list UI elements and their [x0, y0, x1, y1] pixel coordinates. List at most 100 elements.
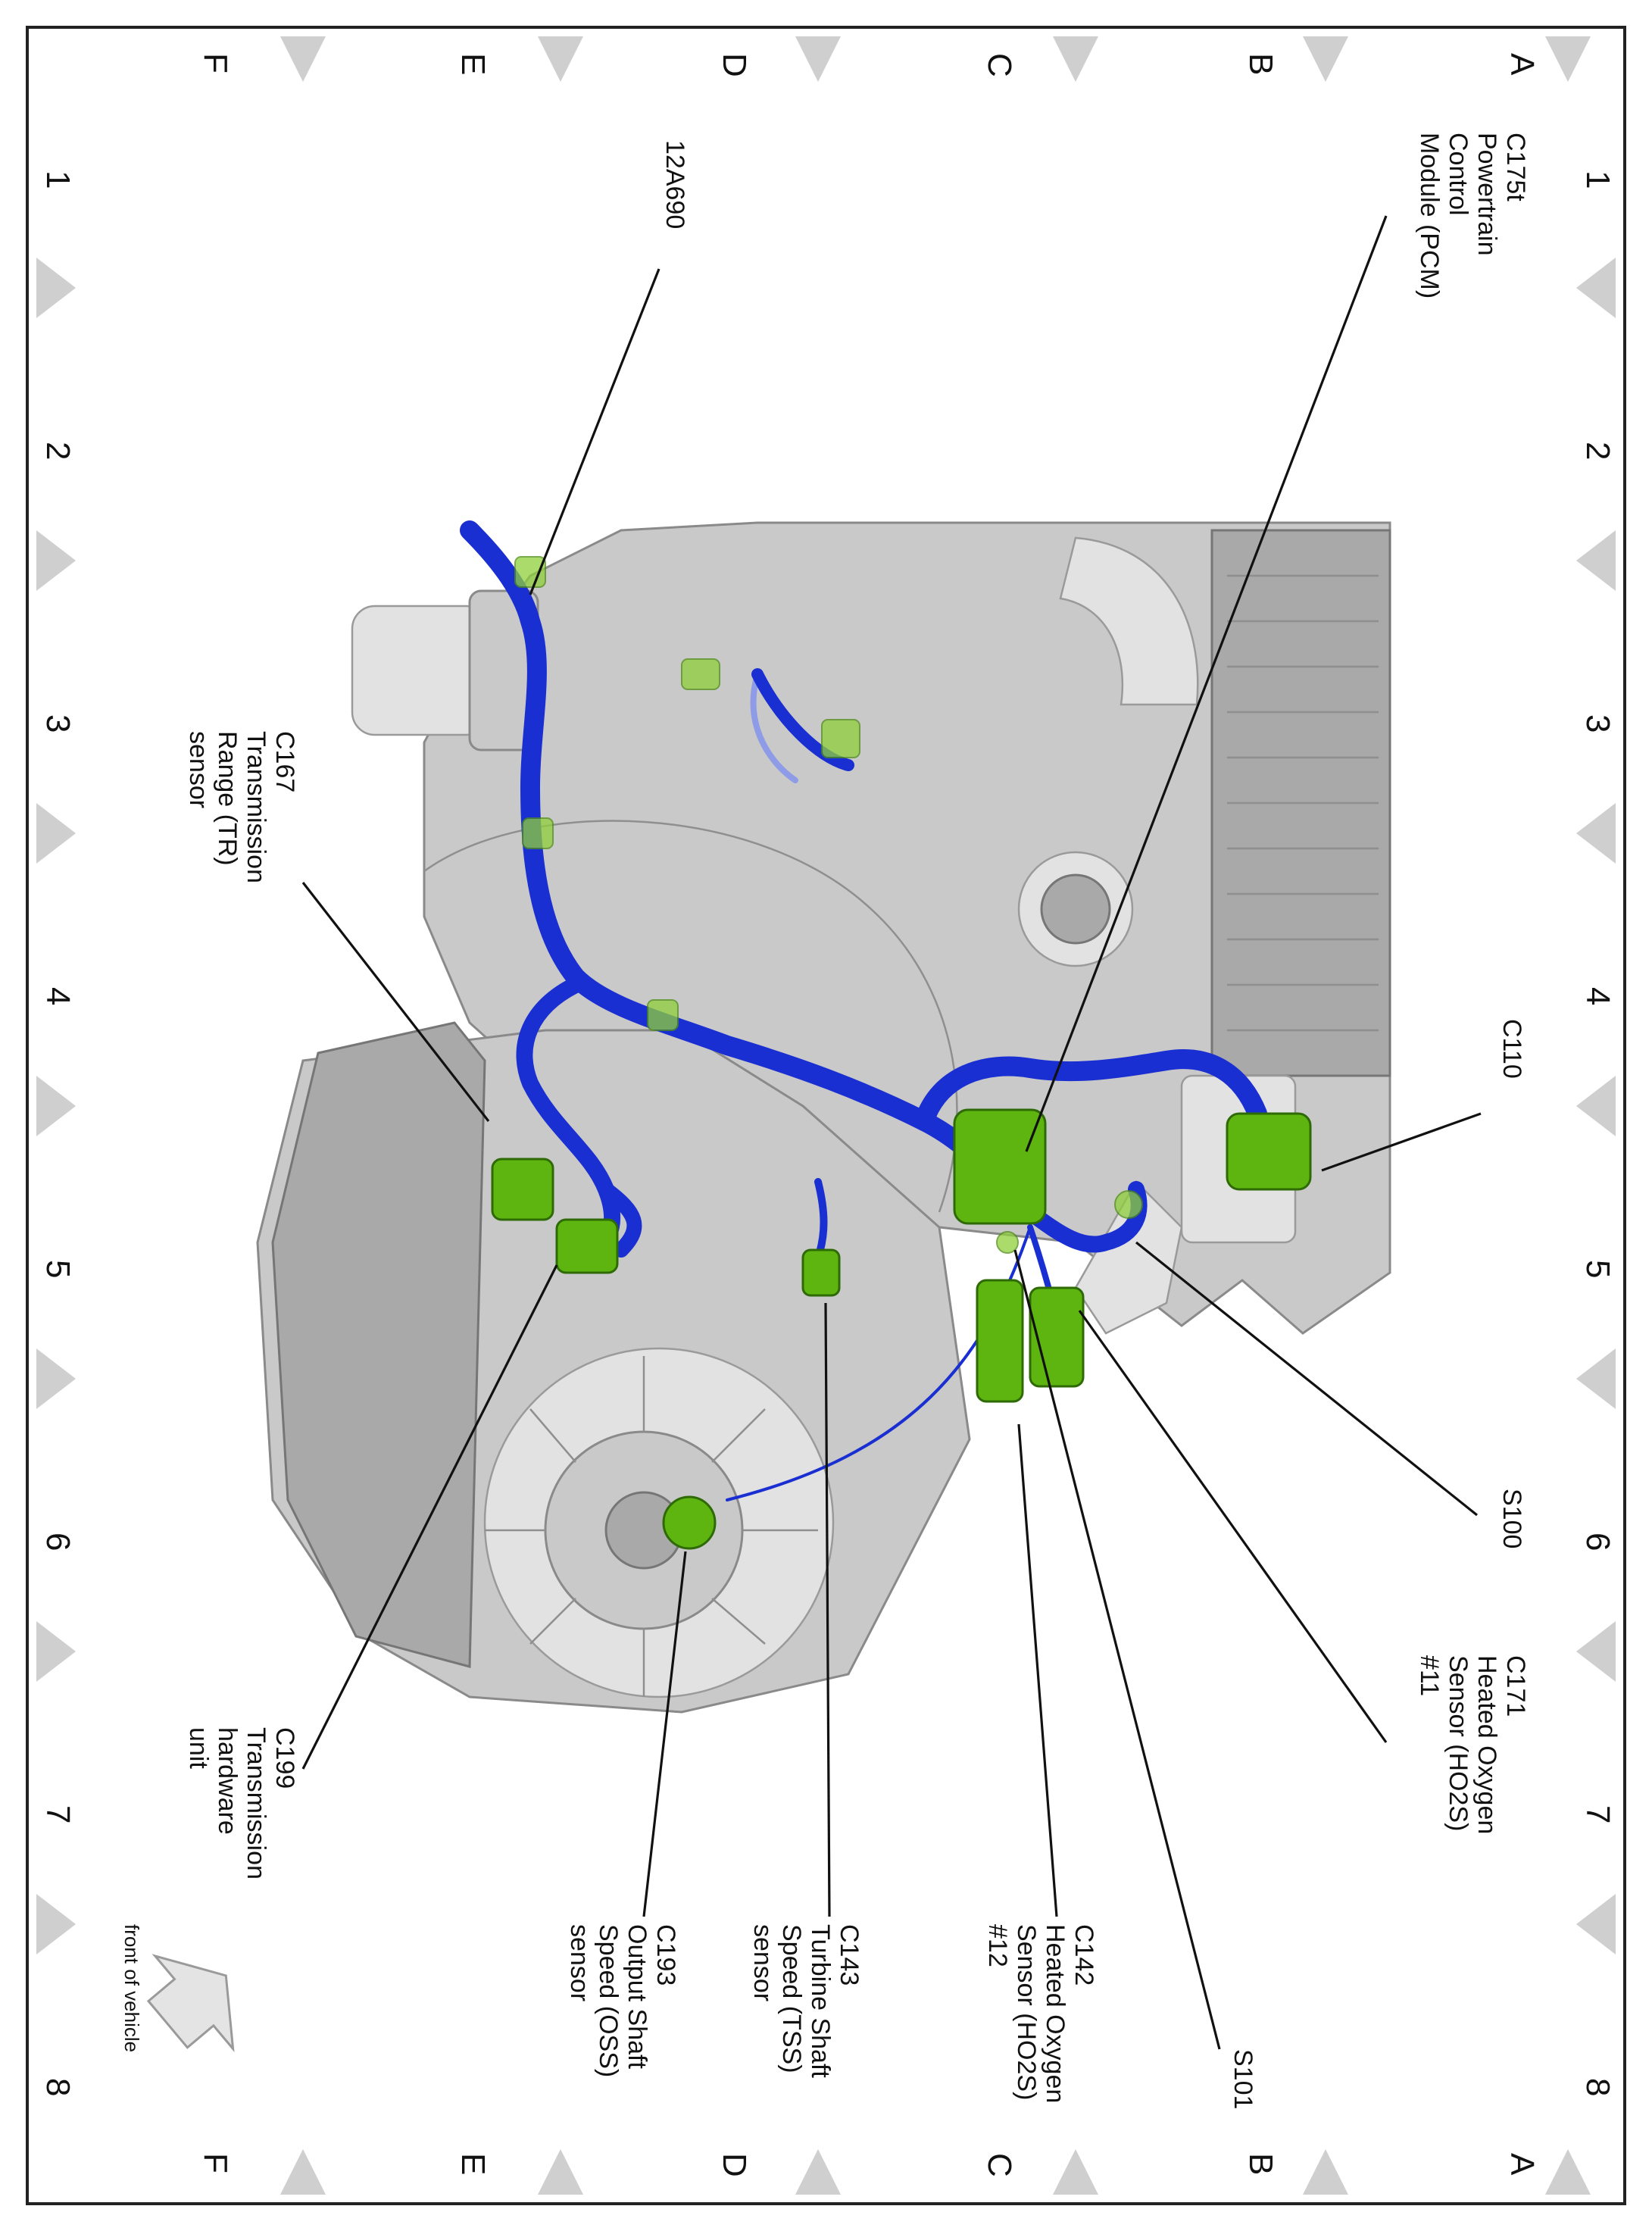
- leader-c175t: [1025, 215, 1388, 1152]
- grid-letter: B: [1242, 2153, 1279, 2175]
- front-of-vehicle-label: front of vehicle: [120, 1924, 143, 2052]
- callout-c143: C143 Turbine Shaft Speed (TSS) sensor: [748, 1924, 863, 2078]
- leader-c142: [1017, 1423, 1058, 1917]
- callout-s101: S101: [1229, 2049, 1257, 2109]
- callout-line: Speed (OSS): [594, 1924, 623, 2077]
- grid-letter: B: [1242, 53, 1279, 75]
- leader-s101: [1013, 1249, 1221, 2050]
- intake-tube: [1059, 536, 1199, 706]
- front-arrow-icon: [146, 1954, 235, 2053]
- grid-letter: A: [1504, 2153, 1541, 2176]
- callout-line: sensor: [565, 1924, 594, 2001]
- front-of-vehicle-indicator: front of vehicle: [120, 1924, 235, 2053]
- callout-line: Transmission: [242, 1727, 270, 1879]
- throttle-bore: [1040, 873, 1111, 945]
- splice-s101: [996, 1231, 1019, 1254]
- grid-number: 6: [1579, 1533, 1616, 1551]
- callout-line: C171: [1501, 1655, 1530, 1717]
- connector-c193-oss: [662, 1495, 717, 1550]
- head-fins: [1227, 574, 1379, 1032]
- callout-line: Speed (TSS): [777, 1924, 806, 2073]
- grid-letter: D: [716, 2153, 753, 2177]
- callout-line: Transmission: [242, 731, 270, 883]
- callout-c171: C171 Heated Oxygen Sensor (HO2S) #11: [1415, 1655, 1530, 1834]
- differential-ribs: [485, 1356, 818, 1697]
- grid-number: 6: [39, 1533, 77, 1551]
- grid-letter: C: [981, 2153, 1018, 2177]
- grid-number: 4: [1579, 987, 1616, 1005]
- callout-line: C167: [270, 731, 299, 792]
- callout-12a690: 12A690: [660, 140, 689, 229]
- callout-line: 12A690: [660, 140, 689, 229]
- grid-letters-top: A B C D E F: [197, 53, 1541, 77]
- connector-c142-ho2s12: [976, 1279, 1024, 1403]
- callout-line: #11: [1415, 1655, 1444, 1696]
- grid-number: 5: [39, 1260, 77, 1278]
- callout-c175t: C175t Powertrain Control Module (PCM): [1415, 133, 1530, 298]
- leader-c171: [1078, 1310, 1388, 1743]
- grid-number: 7: [39, 1805, 77, 1823]
- grid-number: 8: [39, 2078, 77, 2096]
- vacuum-line: [750, 671, 798, 783]
- leader-12a690: [529, 268, 660, 595]
- callout-line: Heated Oxygen: [1472, 1655, 1501, 1834]
- oil-filter: [351, 605, 490, 736]
- callout-line: C193: [651, 1924, 680, 1986]
- callout-c110: C110: [1497, 1019, 1526, 1079]
- grid-markers: [36, 36, 1616, 2195]
- leader-lines: [301, 215, 1482, 2050]
- connector-c143-tss: [801, 1248, 841, 1297]
- callout-line: Heated Oxygen: [1041, 1924, 1070, 2103]
- transmission-side-cover: [271, 1021, 486, 1668]
- leader-s100: [1135, 1241, 1478, 1517]
- callout-line: Output Shaft: [623, 1924, 651, 2069]
- grid-number: 3: [1579, 714, 1616, 733]
- grid-letter: A: [1504, 53, 1541, 76]
- callout-line: Powertrain: [1472, 133, 1501, 256]
- callout-line: C175t: [1501, 133, 1530, 202]
- callout-line: Sensor (HO2S): [1444, 1655, 1472, 1831]
- grid-number: 5: [1579, 1260, 1616, 1278]
- grid-letter: E: [454, 53, 492, 75]
- grid-number: 3: [39, 714, 77, 733]
- grid-number: 4: [39, 987, 77, 1005]
- harness-branch-pcm: [914, 1049, 1267, 1131]
- grid-letters-bottom: A B C D E F: [197, 2153, 1541, 2177]
- callout-line: #12: [983, 1924, 1012, 1967]
- connector-inline-upper-b: [821, 719, 860, 758]
- connector-inline-mid: [647, 999, 679, 1031]
- callout-c199: C199 Transmission hardware unit: [184, 1727, 299, 1879]
- callout-line: Sensor (HO2S): [1012, 1924, 1041, 2100]
- splice-s100: [1114, 1190, 1143, 1219]
- connector-c110: [1226, 1112, 1312, 1191]
- grid-number: 2: [39, 442, 77, 460]
- connector-c167-tr: [491, 1158, 554, 1221]
- grid-letter: F: [197, 2153, 234, 2173]
- grid-number: 8: [1579, 2078, 1616, 2096]
- callout-line: Range (TR): [213, 731, 242, 866]
- connector-inline-left: [522, 817, 554, 849]
- connector-12a690-inline: [514, 556, 546, 588]
- callout-line: S101: [1229, 2049, 1257, 2109]
- leader-c110: [1321, 1112, 1482, 1172]
- callout-s100: S100: [1497, 1489, 1526, 1548]
- grid-number: 2: [1579, 442, 1616, 460]
- callout-c142: C142 Heated Oxygen Sensor (HO2S) #12: [983, 1924, 1098, 2103]
- callout-c167: C167 Transmission Range (TR) sensor: [184, 731, 299, 883]
- grid-letter: F: [197, 53, 234, 73]
- callout-line: unit: [184, 1727, 213, 1769]
- connector-c199-thu: [555, 1218, 619, 1274]
- callout-line: Module (PCM): [1415, 133, 1444, 298]
- callout-line: sensor: [184, 731, 213, 808]
- callout-line: C199: [270, 1727, 299, 1789]
- grid-numbers-right: 1 2 3 4 5 6 7 8: [1579, 170, 1616, 2096]
- leader-c199: [301, 1264, 558, 1770]
- harness-branch-thu: [598, 1182, 642, 1258]
- grid-number: 7: [1579, 1805, 1616, 1823]
- callout-line: C110: [1497, 1019, 1526, 1079]
- callout-line: Control: [1444, 133, 1472, 216]
- grid-number: 1: [39, 170, 77, 189]
- grid-numbers-left: 1 2 3 4 5 6 7 8: [39, 170, 77, 2096]
- callout-line: S100: [1497, 1489, 1526, 1548]
